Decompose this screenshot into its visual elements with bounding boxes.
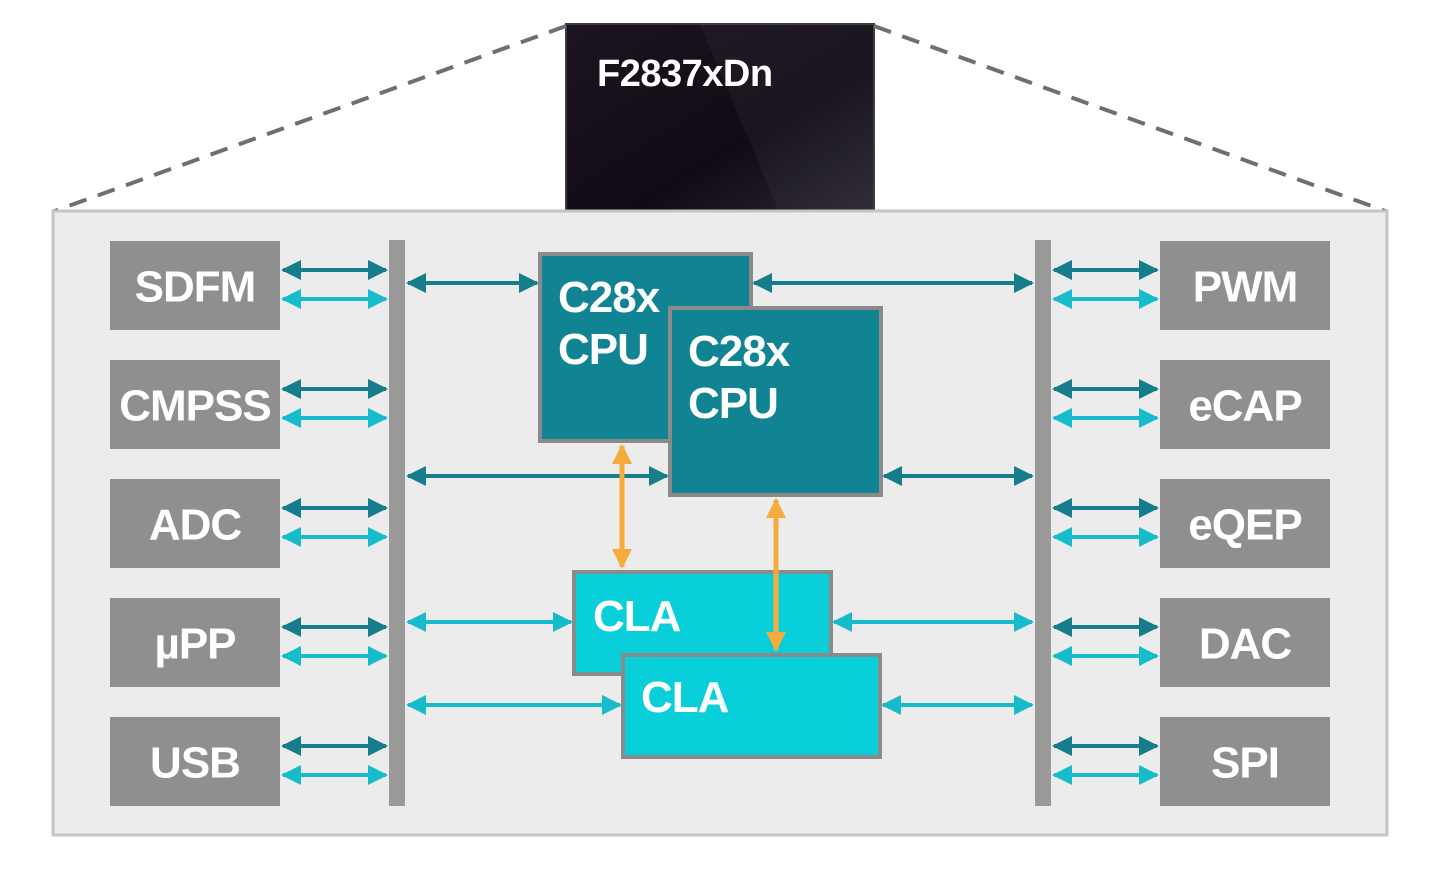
right-peripheral-pwm: PWM: [1160, 241, 1330, 330]
cpu-label-line2: CPU: [558, 325, 648, 374]
peripheral-label: µPP: [154, 620, 235, 669]
right-peripheral-dac: DAC: [1160, 598, 1330, 687]
cla-label: CLA: [593, 592, 681, 641]
peripheral-label: ADC: [149, 501, 242, 550]
left-peripheral-adc: ADC: [110, 479, 280, 568]
peripheral-label: PWM: [1193, 263, 1298, 312]
left-peripheral-upp: µPP: [110, 598, 280, 687]
left-peripheral-arrows: [281, 260, 388, 785]
peripheral-label: CMPSS: [119, 382, 270, 431]
left-bus: [389, 240, 405, 806]
left-peripheral-sdfm: SDFM: [110, 241, 280, 330]
peripheral-label: eCAP: [1188, 382, 1301, 431]
cpu-label-line1: C28x: [688, 327, 791, 376]
chip-package: F2837xDn: [565, 23, 875, 215]
chip-name: F2837xDn: [597, 53, 773, 95]
cla-label: CLA: [641, 673, 729, 722]
right-bus: [1035, 240, 1051, 806]
right-peripheral-ecap: eCAP: [1160, 360, 1330, 449]
peripheral-label: SDFM: [135, 263, 256, 312]
cpu-label-line1: C28x: [558, 273, 661, 322]
cpu-cla-arrows: [612, 444, 786, 652]
peripheral-label: USB: [150, 739, 240, 788]
zoom-line-right: [873, 24, 1389, 214]
core-bus-arrows: [406, 273, 1034, 715]
left-peripheral-usb: USB: [110, 717, 280, 806]
zoom-line-left: [51, 24, 567, 214]
peripheral-label: eQEP: [1188, 501, 1301, 550]
right-peripheral-spi: SPI: [1160, 717, 1330, 806]
right-peripheral-arrows: [1052, 260, 1159, 785]
cla-block-2: CLA: [621, 653, 882, 759]
right-peripheral-eqep: eQEP: [1160, 479, 1330, 568]
left-peripheral-cmpss: CMPSS: [110, 360, 280, 449]
cpu-block-2: C28x CPU: [668, 306, 883, 497]
peripheral-label: SPI: [1211, 739, 1279, 788]
cpu-label-line2: CPU: [688, 379, 778, 428]
peripheral-label: DAC: [1199, 620, 1292, 669]
